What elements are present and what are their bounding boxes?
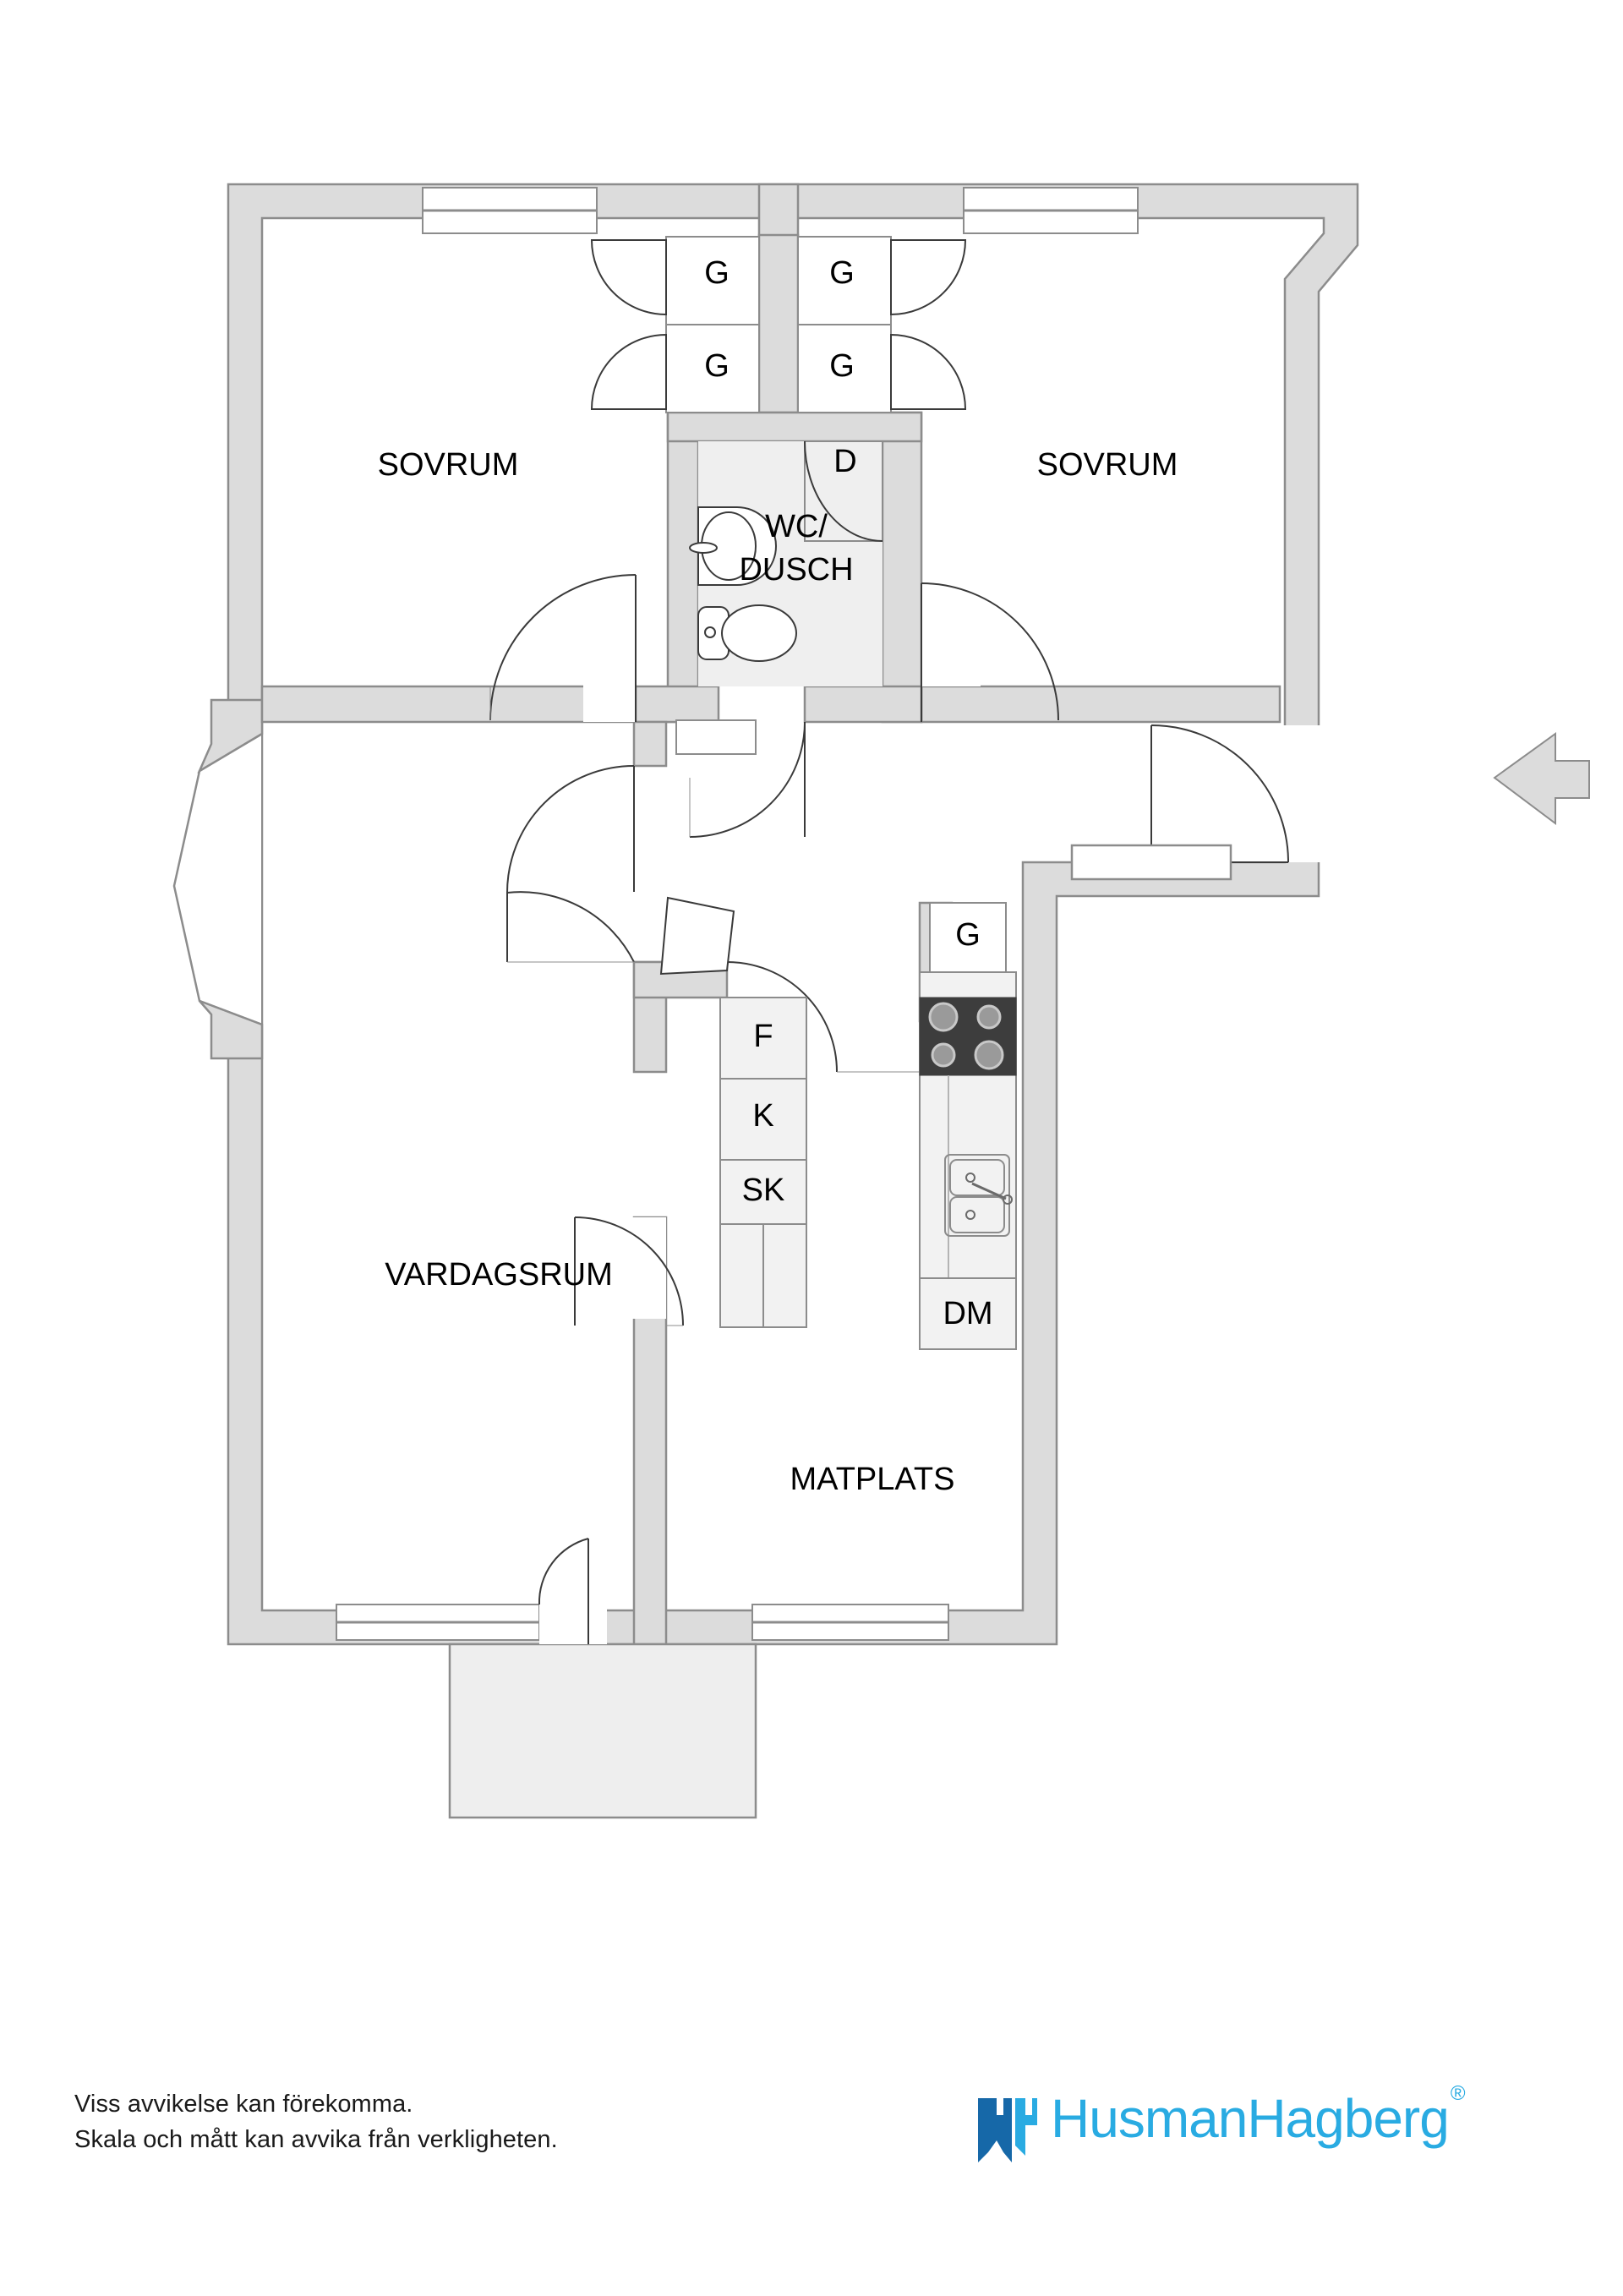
hall-living-door [506,765,636,963]
brand-wordmark: HusmanHagberg® [1051,2083,1465,2149]
stove-burner-3 [931,1042,956,1068]
sink-faucet [971,1182,1007,1200]
wc-fixtures [675,506,797,755]
wc-door-swing [689,721,806,838]
disclaimer-note: Viss avvikelse kan förekomma. Skala och … [74,2086,558,2157]
interior-walls [260,183,1281,1646]
wc-door [689,721,808,838]
entrance-clear-area [1151,725,1320,862]
fixture-label-refrigerator: F [753,1019,773,1054]
dishwasher-box [919,1277,1017,1350]
wall-wc-bottom-left [634,685,720,724]
door-leaf-area-left-bedroom [583,575,636,686]
hall-shelf [1070,844,1232,881]
sink-drain-2 [965,1210,975,1220]
closets-center [590,236,967,413]
closet-top-right-box [797,236,892,325]
bay-window-projection [172,732,263,1026]
closet-door-swing-bl [590,333,667,410]
kitchen-closet-box [929,902,1007,973]
disclaimer-line-1: Viss avvikelse kan förekomma. [74,2091,413,2118]
wall-wc-top [666,411,923,443]
fixture-label-cabinet: SK [742,1173,785,1208]
fixture-label-closet-bottom-right: G [829,348,855,384]
brand-name-part2: Hagberg [1247,2088,1449,2149]
hall-wedge-item [659,896,735,976]
wall-between-closets [757,233,800,414]
toilet-flush [704,626,716,638]
room-label-sovrum-right: SOVRUM [1037,447,1178,483]
freezer-box [719,1078,807,1161]
fixture-label-dishwasher: DM [943,1296,992,1331]
husmanhagberg-mark-icon [978,2098,1037,2162]
entrance-door [1150,724,1590,863]
brand-logo: HusmanHagberg® [978,2083,1465,2162]
room-label-vardagsrum: VARDAGSRUM [385,1257,613,1293]
wall-left-bedroom-bottom [260,685,637,724]
wall-wc-bottom-right [803,685,923,724]
door-swing-left-bedroom [489,574,637,721]
stove-burner-2 [976,1004,1002,1030]
closet-door-swing-tl [590,239,667,316]
hall-door-swing-a [506,765,635,894]
fixture-label-shower: D [833,444,856,479]
washbasin-faucet [689,542,718,554]
fixture-label-kitchen-closet: G [955,917,981,953]
bedroom-doors [489,574,1059,722]
sink-faucet-head [1003,1194,1013,1205]
wall-hall-stub-left [632,720,668,768]
wc-door-area [744,722,808,828]
kitchen-right-column [919,902,1017,1350]
living-dining-swing [574,1216,684,1326]
door-leaf-area-right-bedroom [921,583,981,686]
door-swing-right-bedroom [921,582,1059,721]
fixture-label-closet-top-left: G [704,255,730,291]
room-label-sovrum-left: SOVRUM [378,447,519,483]
windows [336,187,1139,1641]
sink-basin-2 [949,1196,1005,1233]
disclaimer-line-2: Skala och mått kan avvika från verklighe… [74,2126,558,2154]
closet-door-swing-br [890,333,967,410]
bay-window-wall-top [197,698,264,774]
fixture-label-closet-top-right: G [829,255,855,291]
brand-registered-mark: ® [1450,2081,1466,2105]
closet-door-swing-tr [890,239,967,316]
kitchen-left-column [719,997,807,1328]
bay-window-wall-bottom [199,999,264,1060]
wc-low-cabinet [675,719,757,755]
wall-wc-right [881,411,923,724]
kitchen-door-swing [726,961,838,1073]
shower-curve [804,440,883,542]
hall-door-swing-b [506,891,635,963]
mark-house-base [978,2122,1012,2162]
fixture-label-closet-bottom-left: G [704,348,730,384]
washbasin-icon [697,506,777,586]
closet-bottom-right-box [797,324,892,413]
wall-center-top [757,183,800,238]
sink-basin-1 [949,1159,1005,1196]
fixture-label-freezer: K [752,1098,773,1134]
room-label-matplats: MATPLATS [790,1462,955,1497]
brand-name-part1: Husman [1051,2088,1248,2149]
wall-right-bedroom-bottom [920,685,1281,724]
toilet-bowl [721,604,797,662]
door-opening-left-bedroom [583,686,636,722]
wall-wc-left [666,411,700,724]
shower-cubicle [804,440,883,542]
entrance-door-swing [1150,724,1289,863]
stove-burner-1 [928,1002,959,1032]
closet-bottom-left-box [665,324,760,413]
living-dining-opening [574,1216,684,1326]
sink-drain-1 [965,1173,975,1183]
balcony-door-leaf-fill [539,1539,607,1644]
entrance-arrow-icon [1493,732,1590,825]
balcony-slab [448,1643,757,1819]
balcony [448,1538,757,1819]
stove-burner-4 [974,1040,1004,1070]
room-label-wc-line1: WC/ [765,509,828,544]
balcony-door-swing [538,1538,589,1605]
room-label-wc-line2: DUSCH [739,552,853,588]
mark-right-h [1015,2098,1037,2156]
